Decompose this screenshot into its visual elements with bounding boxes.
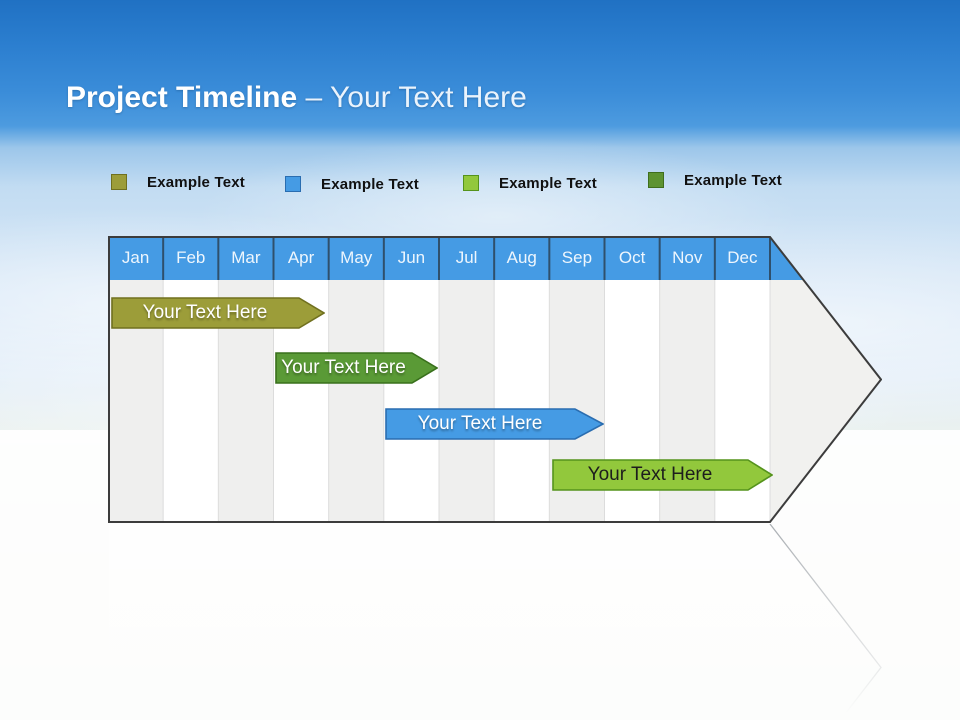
gantt-bar-3-shape xyxy=(385,408,605,440)
slide-title: Project Timeline – Your Text Here xyxy=(66,80,527,116)
gantt-bar-3: Your Text Here xyxy=(385,408,605,445)
legend-label: Example Text xyxy=(684,171,782,189)
gantt-bar-2: Your Text Here xyxy=(275,352,439,389)
month-cell: Dec xyxy=(727,248,758,267)
gantt-bar-4: Your Text Here xyxy=(552,459,774,496)
month-cell: Jul xyxy=(455,248,478,267)
month-cell: Jan xyxy=(121,248,150,267)
arrow-reflection xyxy=(109,524,882,714)
slide-title-accent: – Your Text Here xyxy=(305,81,527,115)
legend-item: Example Text xyxy=(648,170,782,190)
legend-item: Example Text xyxy=(285,174,419,194)
month-cell: May xyxy=(340,248,373,267)
legend-swatch-olive xyxy=(111,174,127,190)
gantt-bar-label: Your Text Here xyxy=(587,464,713,485)
gantt-bar-1: Your Text Here xyxy=(111,297,326,334)
legend-item: Example Text xyxy=(463,173,597,193)
legend-swatch-lightgreen xyxy=(463,175,479,191)
legend-label: Example Text xyxy=(147,173,245,191)
legend-label: Example Text xyxy=(499,174,597,192)
month-cell: Mar xyxy=(231,248,261,267)
legend-label: Example Text xyxy=(321,175,419,193)
legend-swatch-blue xyxy=(285,176,301,192)
legend-swatch-darkgreen xyxy=(648,172,664,188)
month-cell: Jun xyxy=(397,248,426,267)
month-cell: Apr xyxy=(287,248,315,267)
month-cell: Oct xyxy=(618,248,646,267)
month-cell: Feb xyxy=(176,248,206,267)
gantt-bar-label: Your Text Here xyxy=(281,357,406,378)
month-stripes xyxy=(109,237,770,522)
gantt-bar-1-shape xyxy=(111,297,326,329)
gantt-bar-label: Your Text Here xyxy=(417,413,543,434)
month-row: Jan Feb Mar Apr May Jun Jul Aug Sep Oct Nov Dec xyxy=(108,236,770,280)
legend-item: Example Text xyxy=(111,172,245,192)
slide-title-main: Project Timeline xyxy=(66,81,298,115)
gantt-bar-2-shape xyxy=(275,352,439,384)
month-cell: Aug xyxy=(506,248,537,267)
gantt-bar-4-shape xyxy=(552,459,774,491)
header-dividers xyxy=(162,237,771,280)
gantt-bar-label: Your Text Here xyxy=(142,302,268,323)
month-cell: Sep xyxy=(561,248,593,267)
month-cell: Nov xyxy=(672,248,703,267)
timeline-chart: Jan Feb Mar Apr May Jun Jul Aug Sep Oct Nov Dec You… xyxy=(108,236,882,523)
